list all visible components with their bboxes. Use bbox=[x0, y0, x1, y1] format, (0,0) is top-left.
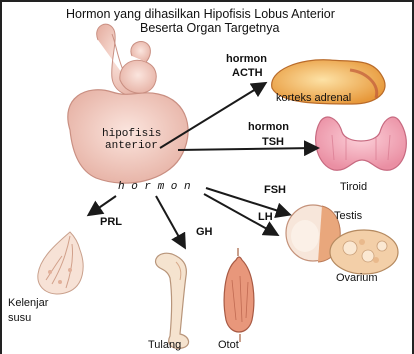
muscle-label: Otot bbox=[218, 340, 239, 351]
title-line-2: Beserta Organ Targetnya bbox=[140, 22, 279, 35]
muscle bbox=[224, 248, 254, 342]
gland-label-line-1: hipofisis bbox=[102, 129, 161, 140]
bone bbox=[156, 253, 189, 348]
fsh-label: FSH bbox=[264, 185, 286, 196]
adrenal-cortex-label: korteks adrenal bbox=[276, 93, 351, 104]
tsh-label-line-2: TSH bbox=[262, 137, 284, 148]
pituitary-gland bbox=[68, 24, 188, 183]
thyroid-label: Tiroid bbox=[340, 182, 367, 193]
testis-label: Testis bbox=[334, 211, 362, 222]
ovary bbox=[330, 230, 398, 274]
mammary-gland bbox=[38, 232, 83, 294]
bone-label: Tulang bbox=[148, 340, 181, 351]
hormone-word: h o r m o n bbox=[118, 182, 191, 193]
mammary-label-line-1: Kelenjar bbox=[8, 298, 48, 309]
prl-label: PRL bbox=[100, 217, 122, 228]
gh-label: GH bbox=[196, 227, 213, 238]
lh-label: LH bbox=[258, 212, 273, 223]
tsh-label-line-1: hormon bbox=[248, 122, 289, 133]
gland-label-line-2: anterior bbox=[105, 141, 158, 152]
acth-label-line-2: ACTH bbox=[232, 68, 263, 79]
arrow-tsh bbox=[178, 148, 316, 150]
acth-label-line-1: hormon bbox=[226, 54, 267, 65]
arrow-prl bbox=[90, 196, 116, 214]
arrow-gh bbox=[156, 196, 184, 246]
ovary-label: Ovarium bbox=[336, 273, 378, 284]
thyroid-gland bbox=[316, 117, 407, 170]
title-line-1: Hormon yang dihasilkan Hipofisis Lobus A… bbox=[66, 8, 335, 21]
mammary-label-line-2: susu bbox=[8, 313, 31, 324]
